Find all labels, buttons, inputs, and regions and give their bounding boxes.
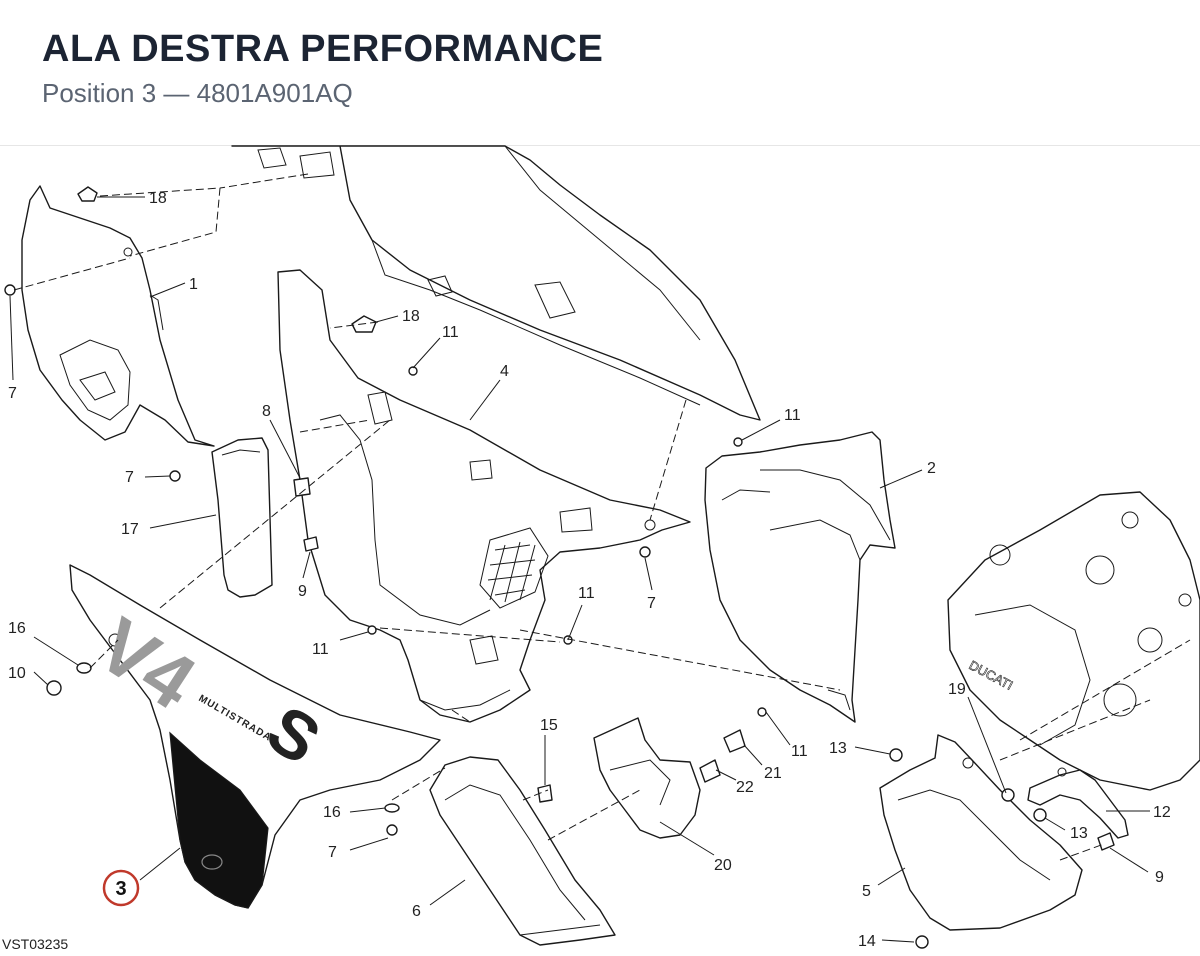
spring-22 bbox=[699, 759, 721, 783]
label-5: 5 bbox=[862, 883, 871, 900]
panel-part-1 bbox=[21, 185, 215, 447]
assembly-lines bbox=[13, 173, 1191, 861]
page-subtitle: Position 3 — 4801A901AQ bbox=[42, 78, 353, 108]
bushing-21 bbox=[723, 729, 746, 753]
clip-9a bbox=[303, 536, 319, 552]
fasteners bbox=[4, 186, 1115, 949]
inner-panel-part-2 bbox=[704, 431, 896, 723]
lower-cover-part-6 bbox=[429, 756, 616, 946]
reference-code: VST03235 bbox=[2, 936, 69, 952]
screw-7a bbox=[4, 284, 16, 296]
label-21: 21 bbox=[764, 765, 782, 782]
label-18a: 18 bbox=[149, 190, 167, 207]
label-10: 10 bbox=[8, 665, 26, 682]
label-7b: 7 bbox=[125, 469, 134, 486]
nut-13a bbox=[889, 748, 903, 762]
reference-labels: 18 1 7 18 11 4 8 7 17 9 11 2 7 11 11 16 … bbox=[8, 190, 1171, 950]
highlight-number: 3 bbox=[115, 878, 126, 900]
screw-19 bbox=[1001, 788, 1015, 802]
header: ALA DESTRA PERFORMANCE Position 3 — 4801… bbox=[0, 0, 1200, 146]
label-9a: 9 bbox=[298, 583, 307, 600]
label-13b: 13 bbox=[1070, 825, 1088, 842]
label-11b: 11 bbox=[784, 407, 801, 424]
label-12: 12 bbox=[1153, 804, 1171, 821]
label-22: 22 bbox=[736, 779, 754, 796]
lower-cover-part-5 bbox=[879, 734, 1083, 931]
leader-lines bbox=[9, 196, 1150, 943]
label-19: 19 bbox=[948, 681, 966, 698]
screw-11c bbox=[367, 625, 377, 635]
washer-16a bbox=[76, 662, 92, 674]
screw-11b bbox=[733, 437, 743, 447]
label-11d: 11 bbox=[578, 585, 595, 602]
label-17: 17 bbox=[121, 521, 139, 538]
label-4: 4 bbox=[500, 363, 509, 380]
screw-10 bbox=[46, 680, 62, 696]
inner-fairing-part-4 bbox=[277, 269, 691, 723]
label-16b: 16 bbox=[323, 804, 341, 821]
label-1: 1 bbox=[189, 276, 198, 293]
screw-14 bbox=[915, 935, 929, 949]
clip-8 bbox=[293, 477, 311, 497]
label-18b: 18 bbox=[402, 308, 420, 325]
screw-11e bbox=[757, 707, 767, 717]
page-title: ALA DESTRA PERFORMANCE bbox=[42, 28, 604, 70]
side-panel-part-3: V4 S MULTISTRADA bbox=[69, 564, 441, 909]
bracket-part-20 bbox=[593, 717, 701, 839]
label-13a: 13 bbox=[829, 740, 847, 757]
label-7a: 7 bbox=[8, 385, 17, 402]
label-11c: 11 bbox=[312, 641, 329, 658]
highlight-callout[interactable]: 3 bbox=[102, 869, 140, 907]
engine-cover: DUCATI bbox=[947, 491, 1200, 791]
screw-7d bbox=[386, 824, 398, 836]
label-6: 6 bbox=[412, 903, 421, 920]
label-15: 15 bbox=[540, 717, 558, 734]
cover-part-17 bbox=[211, 437, 273, 598]
label-8: 8 bbox=[262, 403, 271, 420]
fastener-18a bbox=[77, 186, 98, 202]
label-16a: 16 bbox=[8, 620, 26, 637]
label-20: 20 bbox=[714, 857, 732, 874]
screw-7b bbox=[169, 470, 181, 482]
label-9b: 9 bbox=[1155, 869, 1164, 886]
clip-9b bbox=[1097, 832, 1115, 851]
label-2: 2 bbox=[927, 460, 936, 477]
label-14: 14 bbox=[858, 933, 876, 950]
screw-11a bbox=[408, 366, 418, 376]
label-7c: 7 bbox=[647, 595, 656, 612]
highlight-circle bbox=[102, 869, 140, 907]
upper-fairing-part bbox=[231, 145, 761, 421]
washer-16b bbox=[384, 803, 400, 813]
screw-7c bbox=[639, 546, 651, 558]
label-11a: 11 bbox=[442, 324, 459, 341]
side-panel-dark-section bbox=[169, 731, 269, 909]
label-7d: 7 bbox=[328, 844, 337, 861]
label-11e: 11 bbox=[791, 743, 808, 760]
nut-13b bbox=[1033, 808, 1047, 822]
bracket-part-12 bbox=[1027, 767, 1129, 839]
clip-15 bbox=[537, 784, 553, 803]
